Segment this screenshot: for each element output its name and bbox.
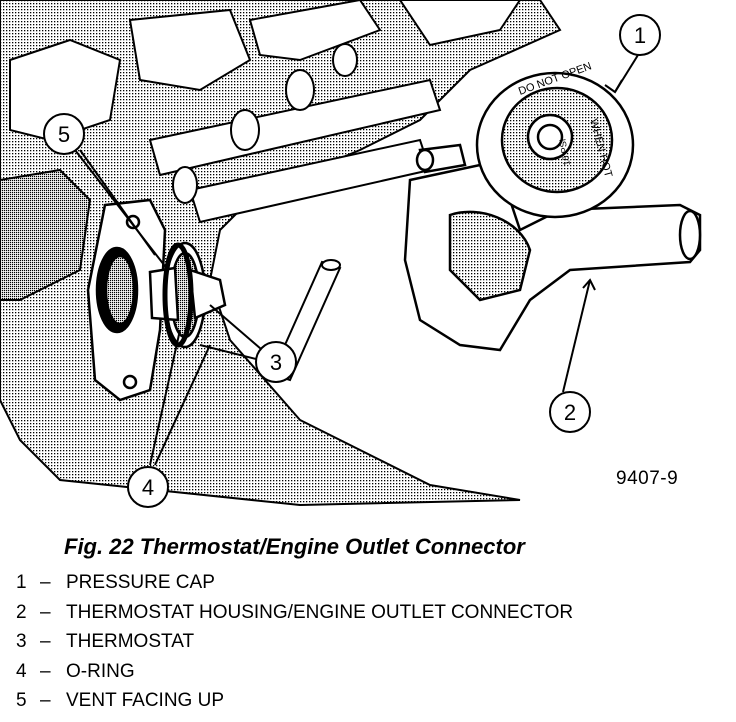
- callout-5-label: 5: [58, 122, 70, 147]
- callout-3-label: 3: [270, 350, 282, 375]
- callout-1-label: 1: [634, 23, 646, 48]
- figure-id: 9407-9: [616, 468, 679, 489]
- legend-dash: –: [40, 601, 51, 623]
- callout-5: 5: [43, 113, 85, 155]
- legend-item: 2 – THERMOSTAT HOUSING/ENGINE OUTLET CON…: [16, 602, 573, 632]
- legend-dash: –: [40, 660, 51, 682]
- figure-caption: Fig. 22 Thermostat/Engine Outlet Connect…: [64, 534, 525, 559]
- legend-dash: –: [40, 631, 51, 652]
- callout-2-label: 2: [564, 400, 576, 425]
- legend-number: 3: [16, 631, 27, 652]
- legend-dash: –: [40, 572, 51, 593]
- o-ring: [162, 242, 194, 348]
- callout-3: 3: [255, 341, 297, 383]
- legend-item: 4 – O-RING: [16, 661, 573, 691]
- callout-4-label: 4: [142, 475, 154, 500]
- legend-item: 3 – THERMOSTAT: [16, 631, 573, 661]
- legend-label: O-RING: [66, 660, 135, 682]
- callout-4: 4: [127, 466, 169, 508]
- legend-list: 1 – PRESSURE CAP 2 – THERMOSTAT HOUSING/…: [16, 572, 573, 720]
- legend-label: THERMOSTAT HOUSING/ENGINE OUTLET CONNECT…: [66, 601, 574, 623]
- legend-number: 4: [16, 660, 27, 682]
- cap-text-inner: 16 PSI: [557, 138, 572, 166]
- legend-dash: –: [40, 690, 51, 711]
- callout-1: 1: [619, 14, 661, 56]
- engine-diagram: DO NOT OPEN WHEN HOT 16 PSI 1 2 3 4 5: [0, 0, 702, 508]
- legend-item: 1 – PRESSURE CAP: [16, 572, 573, 602]
- legend-number: 1: [16, 572, 27, 593]
- legend-number: 5: [16, 690, 27, 711]
- legend-label: THERMOSTAT: [66, 631, 195, 652]
- legend-number: 2: [16, 601, 27, 623]
- intake-tubes: [148, 43, 442, 224]
- legend-label: VENT FACING UP: [66, 690, 225, 711]
- legend-label: PRESSURE CAP: [66, 572, 215, 593]
- mounting-flange: [86, 198, 167, 402]
- thermostat-housing: [403, 143, 702, 352]
- pressure-cap: DO NOT OPEN WHEN HOT 16 PSI: [475, 60, 635, 219]
- legend-item: 5 – VENT FACING UP: [16, 690, 573, 720]
- callout-2: 2: [549, 391, 591, 433]
